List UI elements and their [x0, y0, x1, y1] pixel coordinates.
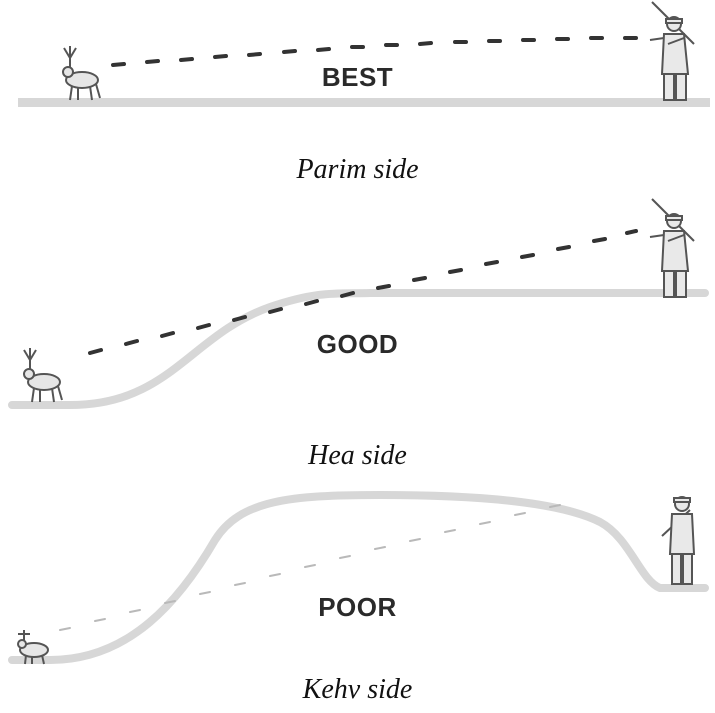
rating-label-good: GOOD	[0, 329, 715, 360]
panel-good: GOOD Hea side	[0, 195, 715, 485]
signal-path	[113, 38, 636, 65]
panel-poor: POOR Kehv side	[0, 480, 715, 713]
ground-line	[18, 98, 710, 107]
rating-label-poor: POOR	[0, 592, 715, 623]
hunter-receiver-icon	[662, 497, 694, 584]
caption-poor: Kehv side	[0, 674, 715, 706]
terrain-hill	[12, 495, 705, 660]
caption-good: Hea side	[0, 440, 715, 472]
hunter-receiver-icon	[650, 199, 694, 297]
caption-best: Parim side	[0, 154, 715, 186]
rating-label-best: BEST	[0, 62, 715, 93]
panel-best: BEST Parim side	[0, 0, 715, 200]
